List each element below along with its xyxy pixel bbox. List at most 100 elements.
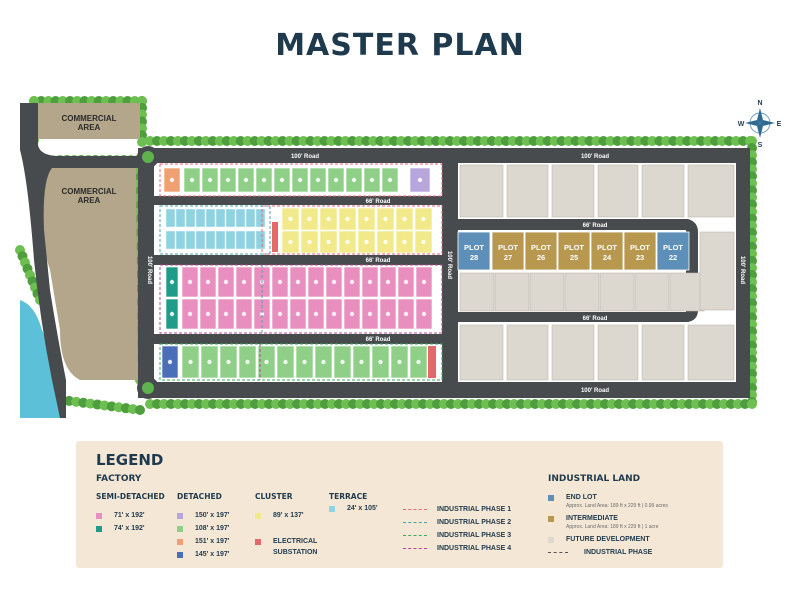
dash-icon — [403, 535, 427, 536]
terrace-lot[interactable] — [245, 230, 256, 250]
tree-icon — [703, 136, 714, 146]
tree-icon — [675, 136, 686, 146]
road-inner-1 — [154, 196, 444, 205]
industrial-plot[interactable] — [491, 231, 525, 271]
tree-icon — [731, 136, 742, 146]
terrace-lot[interactable] — [175, 208, 186, 228]
future-development-lot — [634, 272, 670, 312]
terrace-lot[interactable] — [165, 230, 176, 250]
legend-panel: LEGEND FACTORY SEMI-DETACHED 71' x 192' … — [76, 441, 723, 568]
tree-icon — [277, 136, 288, 146]
tree-icon — [684, 399, 694, 409]
plot-number: 22 — [669, 253, 677, 262]
tree-icon — [726, 399, 736, 409]
tree-icon — [208, 399, 218, 409]
legend-phase-1: INDUSTRIAL PHASE 1 — [403, 506, 511, 513]
electrical-substation[interactable] — [272, 222, 278, 252]
terrace-lot[interactable] — [255, 230, 266, 250]
compass-s: S — [758, 142, 763, 149]
tree-icon — [530, 399, 540, 409]
compass-w: W — [738, 121, 745, 128]
tree-icon — [738, 136, 749, 146]
tree-icon — [558, 399, 568, 409]
terrace-lot[interactable] — [175, 230, 186, 250]
tree-icon — [465, 136, 476, 146]
tree-icon — [341, 399, 351, 409]
tree-icon — [740, 399, 750, 409]
tree-icon — [488, 399, 498, 409]
terrace-lot[interactable] — [195, 208, 206, 228]
industrial-plot[interactable] — [557, 231, 591, 271]
terrace-lot[interactable] — [185, 230, 196, 250]
road-label-left-vertical: 100' Road — [146, 256, 152, 284]
tree-icon — [570, 136, 581, 146]
terrace-lot[interactable] — [165, 208, 176, 228]
tree-icon — [187, 399, 197, 409]
tree-icon — [271, 399, 281, 409]
road-label-middle-vertical: 100' Road — [446, 251, 452, 279]
tree-icon — [733, 399, 743, 409]
terrace-lot[interactable] — [235, 230, 246, 250]
tree-icon — [179, 136, 190, 146]
tree-icon — [299, 399, 309, 409]
road-label-inner-2: 66' Road — [366, 258, 391, 264]
tree-icon — [628, 399, 638, 409]
terrace-lot[interactable] — [185, 208, 196, 228]
electrical-substation[interactable] — [428, 346, 436, 378]
future-development-lot — [459, 164, 504, 218]
tree-icon — [528, 136, 539, 146]
industrial-plot[interactable] — [457, 231, 491, 271]
road-left — [20, 103, 150, 418]
plot-label: PLOT — [630, 243, 650, 252]
legend-intermediate: INTERMEDIATE — [548, 515, 618, 522]
future-development-lot — [551, 324, 595, 381]
terrace-lot[interactable] — [195, 230, 206, 250]
terrace-lot[interactable] — [215, 208, 226, 228]
tree-icon — [243, 399, 253, 409]
swatch-icon — [548, 515, 554, 522]
terrace-lot[interactable] — [245, 208, 256, 228]
phase-3-boundary — [159, 343, 443, 381]
tree-icon — [376, 399, 386, 409]
tree-icon — [229, 399, 239, 409]
tree-icon — [270, 136, 281, 146]
plot-label: PLOT — [464, 243, 484, 252]
tree-icon — [327, 399, 337, 409]
tree-icon — [549, 136, 560, 146]
tree-icon — [705, 399, 715, 409]
tree-icon — [180, 399, 190, 409]
tree-icon — [313, 399, 323, 409]
tree-icon — [565, 399, 575, 409]
tree-icon — [500, 136, 511, 146]
tree-icon — [215, 399, 225, 409]
tree-icon — [291, 136, 302, 146]
tree-icon — [389, 136, 400, 146]
legend-intermediate-note: Approx. Land Area: 189 ft x 229 ft | 1 a… — [566, 524, 659, 530]
tree-icon — [691, 399, 701, 409]
future-development-lot — [551, 164, 595, 218]
plot-label: PLOT — [663, 243, 683, 252]
tree-icon — [235, 136, 246, 146]
terrace-lot[interactable] — [235, 208, 246, 228]
terrace-lot[interactable] — [225, 208, 236, 228]
tree-icon — [453, 399, 463, 409]
tree-icon — [668, 136, 679, 146]
terrace-lot[interactable] — [255, 208, 266, 228]
terrace-lot[interactable] — [205, 208, 216, 228]
tree-icon — [306, 399, 316, 409]
road-label-top-right: 100' Road — [581, 154, 609, 160]
tree-icon — [173, 399, 183, 409]
terrace-lot[interactable] — [215, 230, 226, 250]
industrial-plot[interactable] — [656, 231, 690, 271]
terrace-lot[interactable] — [225, 230, 236, 250]
future-development-lot — [641, 164, 685, 218]
tree-icon — [285, 399, 295, 409]
master-plan-map: COMMERCIAL AREA COMMERCIAL AREA PLOT28PL… — [15, 96, 782, 418]
industrial-plot[interactable] — [623, 231, 657, 271]
terrace-lot[interactable] — [205, 230, 216, 250]
road-label-inner-3: 66' Road — [366, 337, 391, 343]
industrial-plot[interactable] — [524, 231, 558, 271]
tree-icon — [649, 399, 659, 409]
industrial-plot[interactable] — [590, 231, 624, 271]
tree-icon — [696, 136, 707, 146]
